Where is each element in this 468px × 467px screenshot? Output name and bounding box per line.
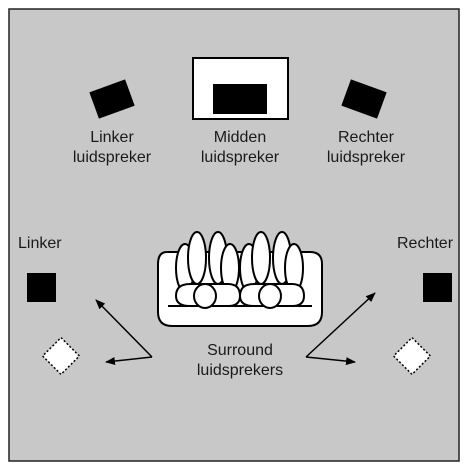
right-front-speaker [341,79,387,119]
left-front-speaker-label: Linker luidspreker [72,129,152,166]
right-surround-alt-position [392,336,432,376]
surround-direction-arrows [95,292,376,366]
right-front-speaker-label: Rechter luidspreker [326,129,406,166]
left-surround-label: Linker [18,235,62,252]
center-speaker-label: Midden luidspreker [200,129,280,166]
center-speaker [213,84,267,114]
listener-left [174,231,242,309]
left-surround-speaker [27,273,56,302]
surround-speakers-label: Surround luidsprekers [196,342,284,379]
center-speaker-tv [192,57,289,120]
listener-right [238,231,306,309]
sofa-listeners [157,231,323,327]
right-surround-speaker [423,273,452,302]
left-front-speaker [89,79,135,119]
left-surround-alt-position [41,336,81,376]
right-surround-label: Rechter [397,235,454,252]
